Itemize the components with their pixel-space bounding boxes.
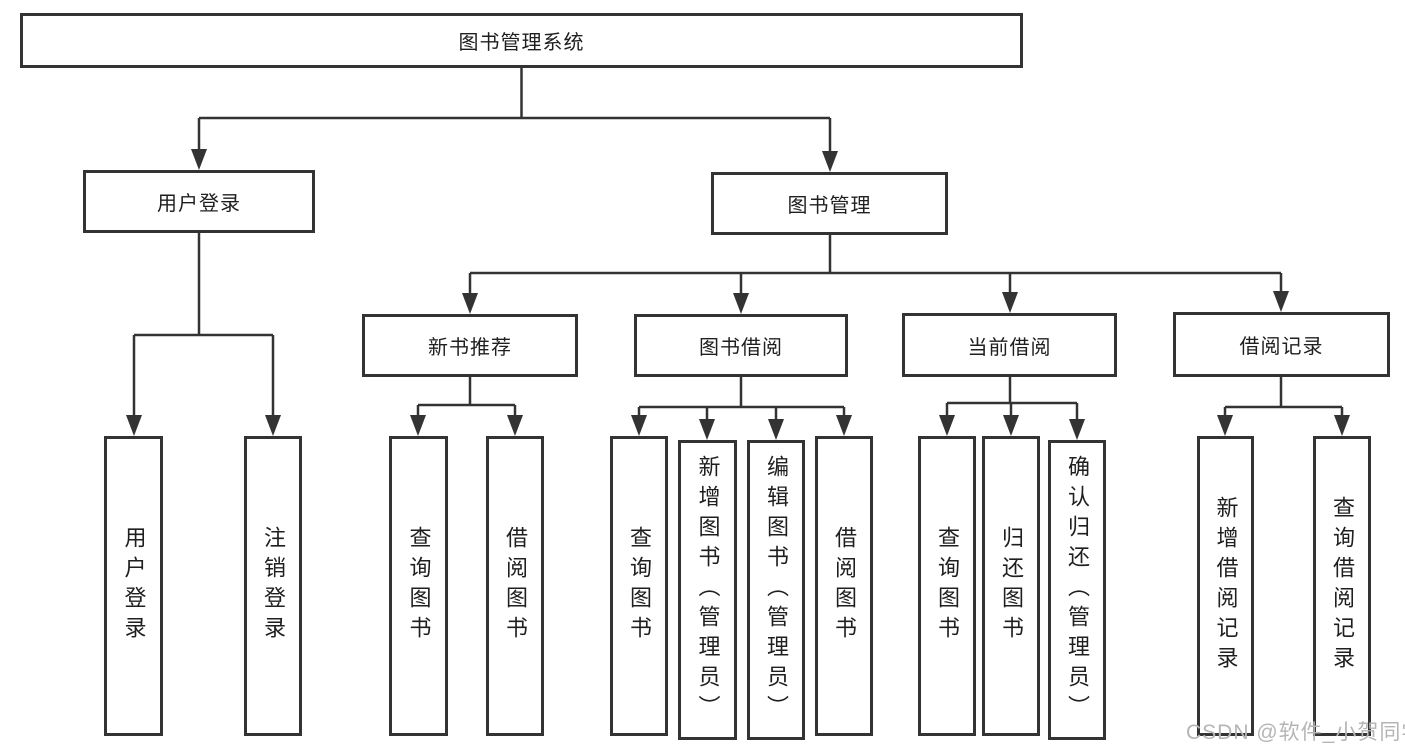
node-user-login: 用户登录 xyxy=(83,170,315,233)
leaf-query-borrow-record: 查询借阅记录 xyxy=(1313,436,1371,736)
csdn-watermark: CSDN @软件_小贺同学 xyxy=(1186,721,1405,744)
leaf-add-borrow-record: 新增借阅记录 xyxy=(1197,436,1254,736)
leaf-return-book: 归还图书 xyxy=(982,436,1040,736)
leaf-query-books-1-label: 查询图书 xyxy=(406,526,432,646)
leaf-borrow-books-2: 借阅图书 xyxy=(815,436,873,736)
leaf-query-borrow-record-label: 查询借阅记录 xyxy=(1330,496,1355,676)
leaf-confirm-return-admin: 确认归还（管理员） xyxy=(1048,440,1106,740)
arrowheads xyxy=(126,149,1350,440)
node-new-book-recommend: 新书推荐 xyxy=(362,314,578,377)
leaf-user-login: 用户登录 xyxy=(104,436,163,736)
leaf-edit-book-admin-label: 编辑图书（管理员） xyxy=(764,455,789,725)
leaf-add-book-admin: 新增图书（管理员） xyxy=(678,440,737,740)
leaf-logout: 注销登录 xyxy=(244,436,302,736)
leaf-query-books-2: 查询图书 xyxy=(610,436,668,736)
leaf-query-books-1: 查询图书 xyxy=(389,436,448,736)
leaf-query-books-3: 查询图书 xyxy=(918,436,976,736)
leaf-add-borrow-record-label: 新增借阅记录 xyxy=(1213,496,1239,676)
leaf-edit-book-admin: 编辑图书（管理员） xyxy=(747,440,805,740)
node-book-management: 图书管理 xyxy=(711,172,948,235)
leaf-add-book-admin-label: 新增图书（管理员） xyxy=(695,455,721,725)
leaf-logout-label: 注销登录 xyxy=(261,526,286,646)
leaf-query-books-3-label: 查询图书 xyxy=(935,526,960,646)
node-book-borrow: 图书借阅 xyxy=(634,314,848,377)
node-root: 图书管理系统 xyxy=(20,13,1023,68)
node-current-borrow: 当前借阅 xyxy=(902,313,1117,377)
leaf-confirm-return-admin-label: 确认归还（管理员） xyxy=(1065,455,1090,725)
leaf-borrow-books-1-label: 借阅图书 xyxy=(503,526,528,646)
leaf-borrow-books-1: 借阅图书 xyxy=(486,436,544,736)
leaf-borrow-books-2-label: 借阅图书 xyxy=(832,526,857,646)
leaf-user-login-label: 用户登录 xyxy=(121,526,147,646)
leaf-return-book-label: 归还图书 xyxy=(999,526,1024,646)
node-borrow-records: 借阅记录 xyxy=(1173,312,1390,377)
leaf-query-books-2-label: 查询图书 xyxy=(627,526,652,646)
